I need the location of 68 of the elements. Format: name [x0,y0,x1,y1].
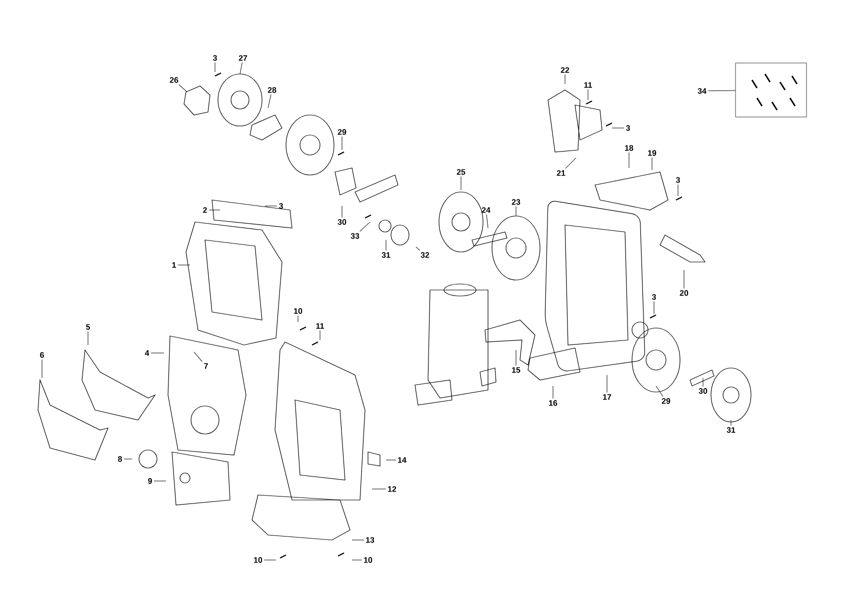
callout-number: 22 [560,67,570,73]
callout-number: 26 [170,77,178,83]
callout-number: 14 [398,457,406,463]
callout-number: 3 [278,203,283,209]
leader-line [178,84,188,92]
leader-line [565,158,576,169]
leader-line [486,214,488,228]
callout-number: 31 [382,252,390,258]
callout-number: 9 [148,478,152,484]
callout-number: 23 [512,199,520,205]
leader-line [708,90,736,92]
callout-number: 2 [203,207,207,213]
callout-number: 17 [603,394,612,400]
callout-number: 11 [584,82,592,88]
callout-number: 3 [212,55,217,61]
callout-number: 29 [662,398,670,404]
callout-number: 4 [144,350,150,356]
callout-number: 16 [549,400,558,406]
leader-line [124,458,132,460]
callout-number: 3 [676,177,680,183]
leader-line [730,420,732,426]
callout-number: 25 [456,169,466,175]
callout-number: 30 [698,388,708,394]
leader-line [360,222,370,232]
callout-number: 13 [366,537,374,543]
callout-number: 10 [294,308,302,314]
callout-number: 27 [238,55,248,61]
callout-number: 7 [204,363,208,369]
callout-number: 32 [420,252,430,258]
callout-number: 1 [172,262,176,268]
leader-line [460,176,462,190]
leader-line [194,352,202,362]
leader-line [154,480,166,482]
leader-line [606,374,608,393]
callout-number: 20 [680,290,688,296]
callout-number: 15 [512,367,520,373]
callout-number: 24 [482,207,490,213]
callout-number: 29 [338,129,346,135]
callout-number: 34 [698,88,706,94]
callout-number: 3 [626,125,630,131]
leader-line [268,94,272,108]
callout-number: 8 [118,456,122,462]
callout-number: 11 [316,323,324,329]
leader-line [656,386,664,397]
leader-line [240,62,242,74]
leader-line [702,378,704,387]
leader-line [372,488,386,490]
leader-line [214,62,216,72]
callout-number: 10 [254,557,262,563]
leader-line [564,74,566,84]
callout-number: 12 [388,486,396,492]
leader-line [552,386,554,399]
leader-line [416,246,420,251]
callout-number: 10 [364,557,372,563]
leader-line [178,264,190,266]
callout-number: 21 [556,170,566,176]
callout-number: 30 [338,219,346,225]
callout-number: 5 [86,324,90,330]
callout-number: 28 [268,87,276,93]
parts-box [735,62,807,118]
callout-number: 3 [652,294,656,300]
callout-number: 33 [350,233,360,239]
callout-number: 19 [648,150,656,156]
callout-number: 6 [40,352,44,358]
callout-number: 31 [726,427,736,433]
leader-line [628,152,630,168]
leader-line [150,352,164,354]
callout-number: 18 [625,145,634,151]
